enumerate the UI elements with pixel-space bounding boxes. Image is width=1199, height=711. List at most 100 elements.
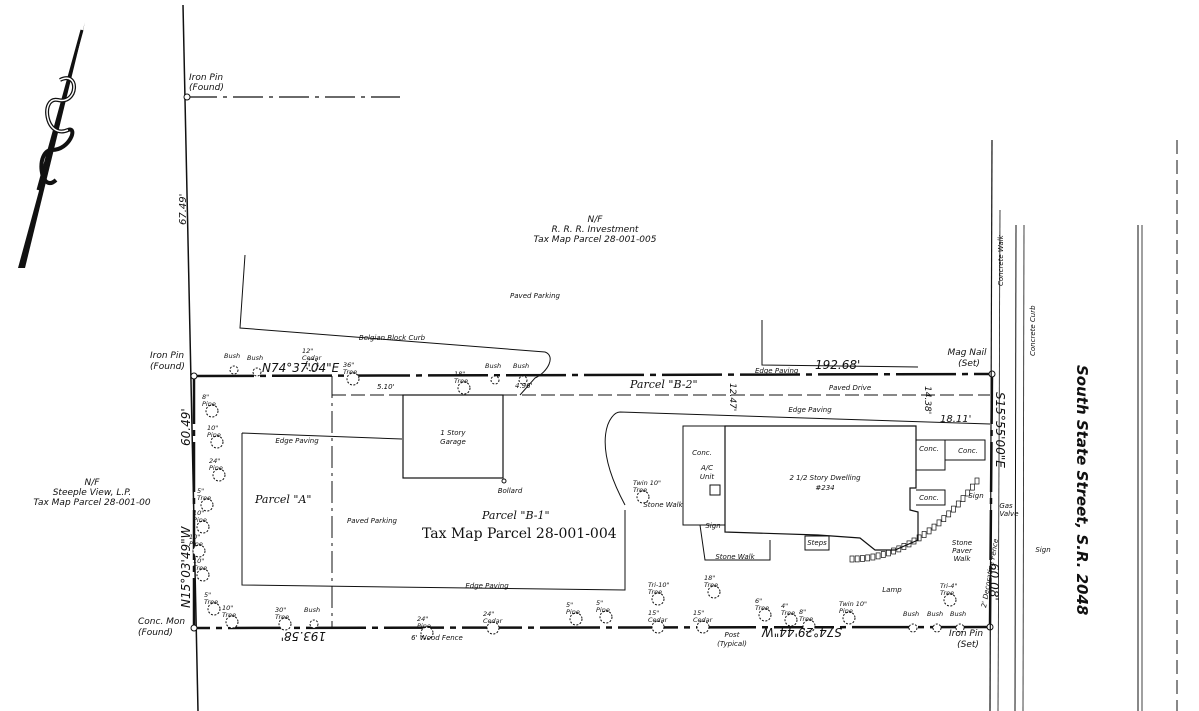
tree-icon <box>707 585 721 599</box>
paver-stone <box>880 551 886 558</box>
tree-label: Pine <box>193 516 207 524</box>
paver-stone <box>875 552 881 560</box>
tree-symbol: Bush <box>247 354 263 377</box>
tree-label: Pine <box>202 400 216 408</box>
tree-symbol: 30"Tree <box>275 606 292 631</box>
tree-label: Bush <box>224 352 240 360</box>
mag-nail-sub: (Set) <box>958 359 980 369</box>
tree-label: Tree <box>704 581 718 589</box>
paver-stone <box>916 534 922 542</box>
tree-icon <box>210 435 224 449</box>
paver-stone <box>911 537 917 545</box>
tree-symbol: Bush <box>224 352 240 375</box>
tree-symbol: 15"Cedar <box>648 609 669 634</box>
tree-symbol: Tri-10"Tree <box>648 581 670 606</box>
tree-icon <box>192 544 206 558</box>
tree-label: 8" <box>202 393 209 401</box>
steps-label: Steps <box>807 539 827 547</box>
edge-paving-3: Edge Paving <box>275 437 319 445</box>
tree-icon <box>696 620 710 634</box>
tree-label: Tree <box>275 613 289 621</box>
tree-label: Cedar <box>648 616 669 624</box>
tree-symbol: 8"Pine <box>202 393 219 418</box>
street-lines <box>989 139 1178 711</box>
tree-icon <box>802 619 816 633</box>
tree-label: 36" <box>343 361 354 369</box>
tree-symbol: 36"Tree <box>343 361 360 386</box>
tree-label: Bush <box>903 610 919 618</box>
tree-symbol: 10"Pine <box>193 509 210 534</box>
lot-edge-paving <box>241 432 626 591</box>
gas-valve-2: Valve <box>999 510 1018 518</box>
parcel-b1-label: Parcel "B-1" <box>481 509 550 522</box>
tree-label: 4" <box>781 602 788 610</box>
bush-icon <box>518 375 528 385</box>
tree-symbol: 24"Cedar <box>483 610 504 635</box>
paver-stone <box>906 540 912 548</box>
paver-stone <box>886 549 891 557</box>
conc-4: Conc. <box>919 494 939 502</box>
tree-label: Tree <box>197 494 211 502</box>
tree-label: Tree <box>343 368 357 376</box>
paver-stone <box>896 545 902 553</box>
lamp-label: Lamp <box>882 586 902 594</box>
edge-paving-4: Edge Paving <box>465 582 509 590</box>
bollard-label: Bollard <box>498 487 523 495</box>
paver-stone <box>865 554 871 562</box>
tree-icon <box>457 381 471 395</box>
bush-icon <box>229 365 239 375</box>
tree-icon <box>278 617 292 631</box>
sign-3: Sign <box>705 522 720 530</box>
tree-label: Pine <box>417 622 431 630</box>
stone-paver-walk <box>849 477 980 563</box>
tree-label: Pine <box>207 431 221 439</box>
dim-1438: 14.38' <box>922 386 932 414</box>
tree-symbol: 18"Tree <box>454 370 471 395</box>
paver-walk-2: Paver <box>952 547 973 555</box>
post-label-2: (Typical) <box>717 640 747 648</box>
tree-icon <box>305 358 319 372</box>
tree-icon <box>784 613 798 627</box>
north-bearing: N74°37'04"E <box>262 361 340 375</box>
paved-drive: Paved Drive <box>829 384 871 392</box>
belgian-curb-label: Belgian Block Curb <box>359 334 426 342</box>
iron-pin-set-label: Iron Pin <box>949 629 983 639</box>
tree-label: 24" <box>209 457 220 465</box>
tree-icon <box>486 621 500 635</box>
sign-2: Sign <box>1035 546 1050 554</box>
west-adjoiner-line <box>182 4 199 711</box>
garage-label-2: Garage <box>440 438 466 446</box>
paver-stone <box>870 553 876 561</box>
tree-label: Bush <box>485 362 501 370</box>
tree-symbol: 10"Pine <box>189 533 206 558</box>
tree-label: Tri-10" <box>648 581 670 589</box>
west-adjoiner-nf: N/F <box>85 478 101 488</box>
paver-stone <box>849 555 855 563</box>
tree-label: Pine <box>209 464 223 472</box>
tree-icon <box>943 593 957 607</box>
tree-symbol: 5"Pine <box>566 601 583 626</box>
tree-label: 8" <box>799 608 806 616</box>
upper-distance: 67.49' <box>178 194 189 225</box>
paver-stone <box>901 543 907 550</box>
paved-parking-north: Paved Parking <box>510 292 560 300</box>
property-boundary <box>190 370 996 632</box>
paver-stone <box>965 489 971 497</box>
tax-map-label: Tax Map Parcel 28-001-004 <box>422 526 617 542</box>
garage-label-1: 1 Story <box>440 429 466 437</box>
belgian-block-curb <box>239 254 551 396</box>
conc-3: Conc. <box>958 447 978 455</box>
stone-walk-2: Stone Walk <box>715 553 755 561</box>
tree-label: Tri-4" <box>940 582 957 590</box>
tree-label: 5" <box>197 487 204 495</box>
conc-1: Conc. <box>692 449 712 457</box>
tree-symbol: 18"Tree <box>704 574 721 599</box>
post-label-1: Post <box>725 631 740 639</box>
paver-stone <box>941 515 947 522</box>
tree-label: 5" <box>596 599 603 607</box>
tree-label: Tree <box>799 615 813 623</box>
paver-stone <box>926 527 932 535</box>
tree-icon <box>207 602 221 616</box>
iron-pin-found-sub: (Found) <box>189 83 224 93</box>
